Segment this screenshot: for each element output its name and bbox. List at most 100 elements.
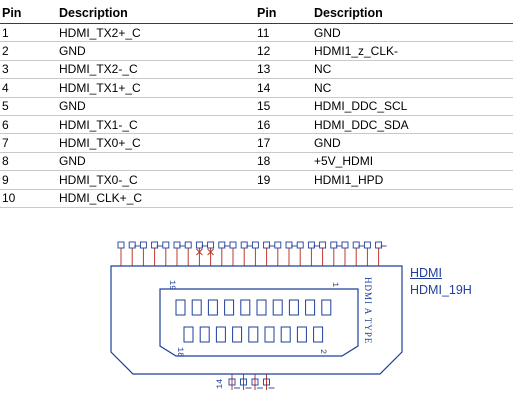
- pin-terminal: [274, 241, 282, 249]
- pin-label-19: 19: [167, 280, 177, 290]
- description-cell: +5V_HDMI: [312, 152, 513, 172]
- header-description: Description: [312, 2, 513, 24]
- upper-contact: [175, 299, 186, 316]
- description-cell: GND: [57, 41, 255, 61]
- header-description: Description: [57, 2, 255, 24]
- pin-cell: 7: [0, 133, 57, 153]
- pin-table: Pin Description Pin Description 1 HDMI_T…: [0, 2, 513, 208]
- description-cell: HDMI_DDC_SDA: [312, 115, 513, 135]
- upper-contact: [207, 299, 218, 316]
- description-cell: GND: [57, 152, 255, 172]
- pin-terminal: [184, 241, 192, 249]
- pin-label-14: 14: [215, 379, 225, 389]
- lower-contact: [183, 326, 194, 343]
- pin-cell: 5: [0, 97, 57, 116]
- pin-cell: 6: [0, 115, 57, 135]
- lower-contact: [232, 326, 243, 343]
- pin-cell: 8: [0, 152, 57, 172]
- pin-cell: 4: [0, 78, 57, 98]
- top-pins: [117, 241, 387, 266]
- upper-contact: [288, 299, 299, 316]
- pin-label-1: 1: [330, 282, 340, 287]
- description-cell: HDMI_TX2-_C: [57, 60, 255, 80]
- description-cell: HDMI_CLK+_C: [57, 189, 255, 208]
- description-cell: GND: [312, 133, 513, 153]
- description-cell: [312, 189, 513, 208]
- pin-cell: 10: [0, 189, 57, 208]
- no-connect-mark: [196, 248, 203, 256]
- table-row: 8 GND 18 +5V_HDMI: [0, 152, 513, 172]
- pin-terminal: [341, 241, 349, 249]
- pin-cell: 12: [255, 41, 312, 61]
- table-row: 10 HDMI_CLK+_C: [0, 189, 513, 208]
- pin-terminal: [229, 241, 237, 249]
- description-cell: GND: [312, 23, 513, 43]
- lower-contact: [215, 326, 226, 343]
- description-cell: NC: [312, 78, 513, 98]
- connector-part-name: HDMI_19H: [410, 283, 472, 297]
- pin-terminal: [319, 241, 327, 249]
- pin-terminal: [128, 241, 136, 249]
- pin-cell: 15: [255, 97, 312, 116]
- pin-terminal: [151, 241, 159, 249]
- description-cell: HDMI_TX2+_C: [57, 23, 255, 43]
- lower-contact: [313, 326, 324, 343]
- upper-contact: [256, 299, 267, 316]
- pin-terminal: [296, 241, 304, 249]
- lower-contact: [248, 326, 259, 343]
- lower-contact: [296, 326, 307, 343]
- pin-terminal: [251, 378, 259, 386]
- pin-cell: 18: [255, 152, 312, 172]
- description-cell: HDMI_TX0+_C: [57, 133, 255, 153]
- description-cell: HDMI_TX0-_C: [57, 170, 255, 190]
- receptacle-outline: [159, 288, 359, 357]
- bottom-pins: [228, 374, 275, 390]
- table-row: 9 HDMI_TX0-_C 19 HDMI1_HPD: [0, 170, 513, 190]
- pin-terminal: [363, 241, 371, 249]
- pin-terminal: [263, 378, 270, 386]
- upper-contact: [321, 299, 332, 316]
- lower-contact: [264, 326, 275, 343]
- table-row: 5 GND 15 HDMI_DDC_SCL: [0, 97, 513, 116]
- pin-cell: [255, 189, 312, 208]
- upper-contact: [191, 299, 202, 316]
- pin-cell: 17: [255, 133, 312, 153]
- pin-cell: 13: [255, 60, 312, 80]
- pin-cell: 9: [0, 170, 57, 190]
- pin-terminal: [228, 378, 236, 386]
- connector-outline: [110, 265, 403, 375]
- pin-terminal: [263, 241, 271, 249]
- table-row: 4 HDMI_TX1+_C 14 NC: [0, 78, 513, 98]
- pin-terminal: [162, 241, 170, 249]
- description-cell: GND: [57, 97, 255, 116]
- lower-contact-row: [183, 326, 324, 343]
- pin-terminal: [240, 378, 247, 386]
- pin-terminal: [352, 241, 360, 249]
- no-connect-mark: [207, 248, 214, 256]
- pin-cell: 3: [0, 60, 57, 80]
- table-row: 1 HDMI_TX2+_C 11 GND: [0, 23, 513, 43]
- header-pin: Pin: [255, 2, 312, 24]
- upper-contact: [272, 299, 283, 316]
- pin-terminal: [139, 241, 147, 249]
- pin-terminal: [307, 241, 315, 249]
- pin-terminal: [117, 241, 125, 249]
- upper-contact-row: [175, 299, 332, 316]
- table-row: 2 GND 12 HDMI1_z_CLK-: [0, 41, 513, 61]
- pin-cell: 19: [255, 170, 312, 190]
- pin-terminal: [285, 241, 293, 249]
- upper-contact: [305, 299, 316, 316]
- pin-cell: 14: [255, 78, 312, 98]
- upper-contact: [240, 299, 251, 316]
- description-cell: HDMI1_z_CLK-: [312, 41, 513, 61]
- upper-contact: [224, 299, 235, 316]
- connector-body-text: HDMI A TYPE: [363, 277, 373, 344]
- description-cell: HDMI1_HPD: [312, 170, 513, 190]
- description-cell: NC: [312, 60, 513, 80]
- pin-terminal: [173, 241, 181, 249]
- pin-label-18: 18: [175, 347, 185, 357]
- table-row: 7 HDMI_TX0+_C 17 GND: [0, 133, 513, 153]
- pin-cell: 11: [255, 23, 312, 43]
- description-cell: HDMI_DDC_SCL: [312, 97, 513, 116]
- pin-terminal: [251, 241, 259, 249]
